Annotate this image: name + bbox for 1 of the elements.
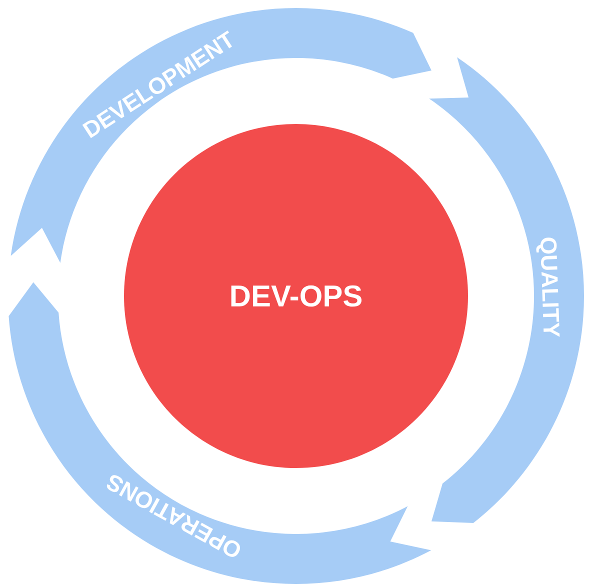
ring-segment: QUALITY <box>429 57 584 523</box>
